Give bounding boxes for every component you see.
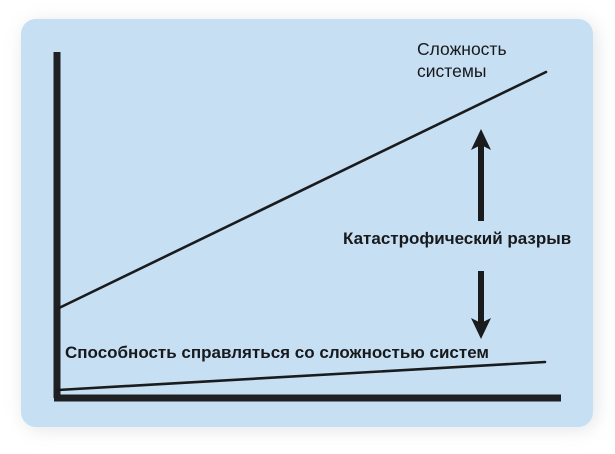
- chart-panel: Сложность системы Катастрофический разры…: [21, 19, 593, 427]
- complexity-label-line2: системы: [417, 61, 487, 82]
- complexity-label-line1: Сложность: [417, 39, 507, 59]
- gap-arrow-down: [471, 271, 491, 339]
- capability-label: Способность справляться со сложностью си…: [65, 343, 490, 362]
- gap-arrow-up: [471, 129, 491, 221]
- capability-trend-line: [56, 360, 547, 392]
- gap-label: Катастрофический разрыв: [343, 229, 572, 248]
- chart-graphics: [53, 52, 561, 402]
- complexity-trend-line: [57, 70, 548, 310]
- complexity-label: Сложность системы: [417, 38, 507, 83]
